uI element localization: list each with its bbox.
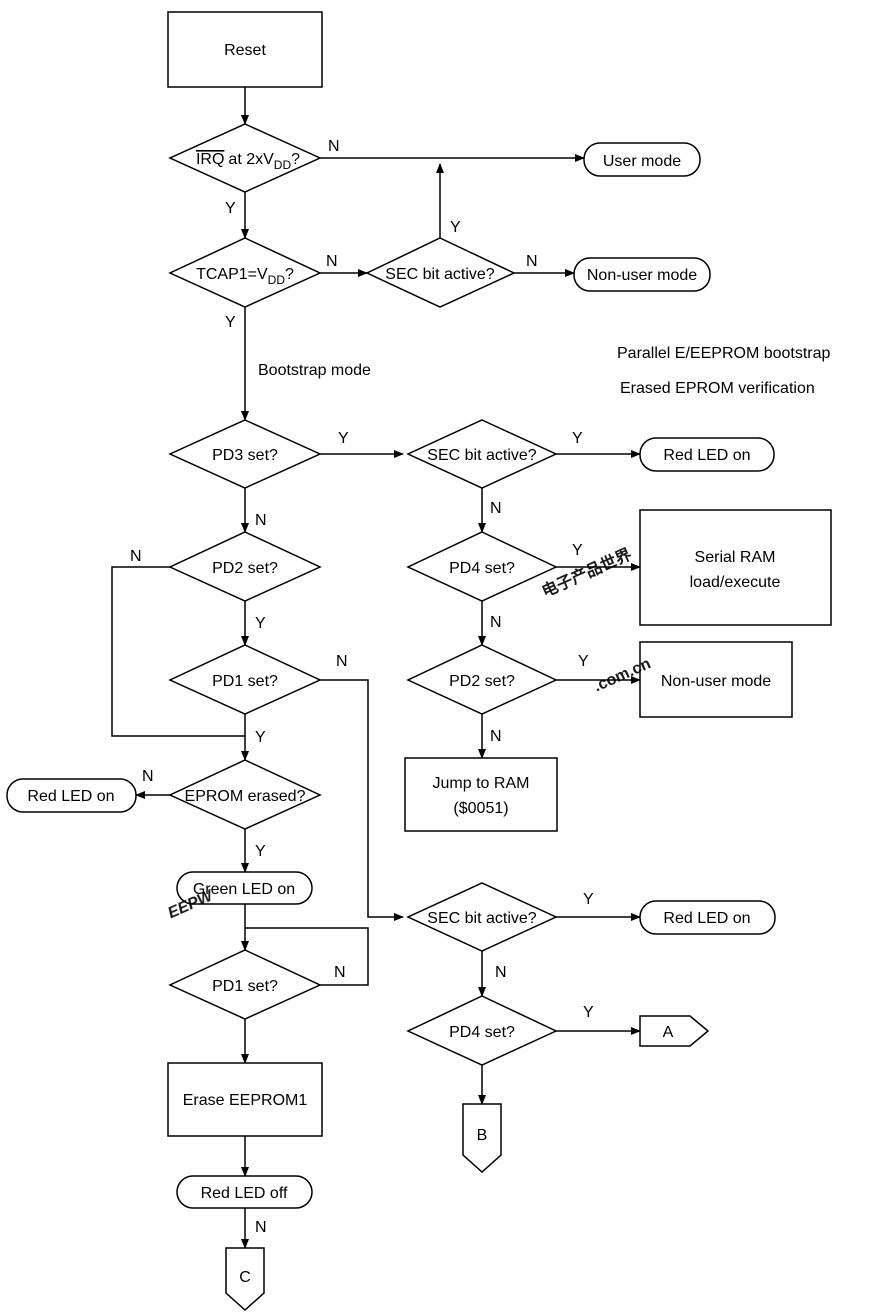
tcap-decision: TCAP1=VDD? [168, 237, 322, 308]
pd4-1-y-label: Y [572, 542, 583, 559]
connector-b-label: B [477, 1127, 488, 1144]
pd1-label-1: PD1 set? [212, 673, 278, 690]
connector-c: C [225, 1247, 265, 1312]
pd1-label-2: PD1 set? [212, 978, 278, 995]
bootstrap-mode-label: Bootstrap mode [258, 362, 371, 379]
red-led-on-terminal-left: Red LED on [6, 778, 137, 813]
red-led-on-terminal-3: Red LED on [639, 900, 776, 935]
red-led-off-terminal: Red LED off [176, 1175, 313, 1209]
jump-ram-line-2: ($0051) [453, 800, 508, 817]
sec1-y-label: Y [450, 219, 461, 236]
red-led-on-label-3: Red LED on [663, 910, 750, 927]
pd1-decision-1: PD1 set? [168, 644, 322, 715]
erase-eeprom-box: Erase EEPROM1 [167, 1062, 323, 1137]
user-mode-label: User mode [603, 153, 681, 170]
irq-y-label: Y [225, 200, 236, 217]
tcap-y-label: Y [225, 314, 236, 331]
non-user-mode-box-2: Non-user mode [639, 641, 793, 718]
user-mode-terminal: User mode [583, 142, 701, 177]
pd4-label-1: PD4 set? [449, 560, 515, 577]
red-led-on-terminal-1: Red LED on [639, 437, 775, 472]
green-led-on-label: Green LED on [193, 881, 295, 898]
erased-note: Erased EPROM verification [620, 380, 815, 397]
pd1-y-label: Y [255, 729, 266, 746]
sec-label-1: SEC bit active? [385, 266, 494, 283]
eprom-erased-decision: EPROM erased? [168, 759, 322, 830]
pd2-left-y-label: Y [255, 615, 266, 632]
pd2-right-n-label: N [490, 728, 502, 745]
eprom-erased-label: EPROM erased? [185, 788, 306, 805]
pd4-decision-2: PD4 set? [406, 995, 558, 1066]
watermark: EEPW .com.cn 电子产品世界 [165, 544, 653, 922]
sec-label-2: SEC bit active? [427, 447, 536, 464]
pd4-2-y-label: Y [583, 1004, 594, 1021]
parallel-note: Parallel E/EEPROM bootstrap [617, 345, 831, 362]
erase-eeprom-label: Erase EEPROM1 [183, 1092, 308, 1109]
connector-c-label: C [239, 1269, 251, 1286]
green-led-on-terminal: Green LED on [176, 871, 313, 905]
pd4-1-n-label: N [490, 614, 502, 631]
watermark-chinese: 电子产品世界 [539, 544, 634, 600]
serial-ram-line-1: Serial RAM [695, 549, 776, 566]
pd1-n-label: N [336, 653, 348, 670]
reset-box: Reset [167, 11, 323, 88]
eprom-n-label: N [142, 768, 154, 785]
sec-decision-1: SEC bit active? [365, 237, 516, 308]
pd3-n-label: N [255, 512, 267, 529]
pd2-right-y-label: Y [578, 653, 589, 670]
connector-b: B [462, 1103, 502, 1174]
pd1-2-n-label: N [334, 964, 346, 981]
sec1-n-label: N [526, 253, 538, 270]
reset-label: Reset [224, 42, 266, 59]
irq-prefix: IRQ [196, 151, 224, 168]
sec-decision-3: SEC bit active? [406, 882, 558, 952]
branch-labels: N Y N Y N Y Y Y N N N Y Y N N Y N Y N Y … [130, 138, 594, 1236]
pd3-label: PD3 set? [212, 447, 278, 464]
non-user-mode-label-1: Non-user mode [587, 267, 697, 284]
eprom-y-label: Y [255, 843, 266, 860]
pd4-label-2: PD4 set? [449, 1024, 515, 1041]
connector-a-label: A [663, 1024, 674, 1041]
irq-n-label: N [328, 138, 340, 155]
tcap-label: TCAP1=VDD? [196, 266, 294, 287]
serial-ram-box: Serial RAM load/execute [639, 509, 832, 626]
pd4-decision-1: PD4 set? [406, 531, 558, 602]
red-led-off-label: Red LED off [201, 1185, 288, 1202]
serial-ram-line-2: load/execute [690, 574, 781, 591]
non-user-mode-terminal-1: Non-user mode [573, 257, 711, 292]
red-led-on-label-left: Red LED on [27, 788, 114, 805]
pd2-left-n-label: N [130, 548, 142, 565]
pd1-decision-2: PD1 set? [168, 949, 322, 1020]
pd2-decision-left: PD2 set? [168, 531, 322, 602]
red-led-on-label-1: Red LED on [663, 447, 750, 464]
jump-ram-line-1: Jump to RAM [433, 775, 530, 792]
sec3-y-label: Y [583, 891, 594, 908]
sec-decision-2: SEC bit active? [406, 419, 558, 489]
pd2-label-left: PD2 set? [212, 560, 278, 577]
pd2-decision-right: PD2 set? [406, 644, 558, 715]
pd2-label-right: PD2 set? [449, 673, 515, 690]
non-user-mode-label-2: Non-user mode [661, 673, 771, 690]
sec2-n-label: N [490, 500, 502, 517]
jump-ram-box: Jump to RAM ($0051) [404, 757, 558, 832]
tcap-n-label: N [326, 253, 338, 270]
connector-lines [111, 87, 641, 1249]
sec-label-3: SEC bit active? [427, 910, 536, 927]
connector-a: A [639, 1015, 710, 1047]
pd3-decision: PD3 set? [168, 419, 322, 489]
sec3-n-label: N [495, 964, 507, 981]
red-led-off-n-label: N [255, 1219, 267, 1236]
sec2-y-label: Y [572, 430, 583, 447]
pd3-y-label: Y [338, 430, 349, 447]
